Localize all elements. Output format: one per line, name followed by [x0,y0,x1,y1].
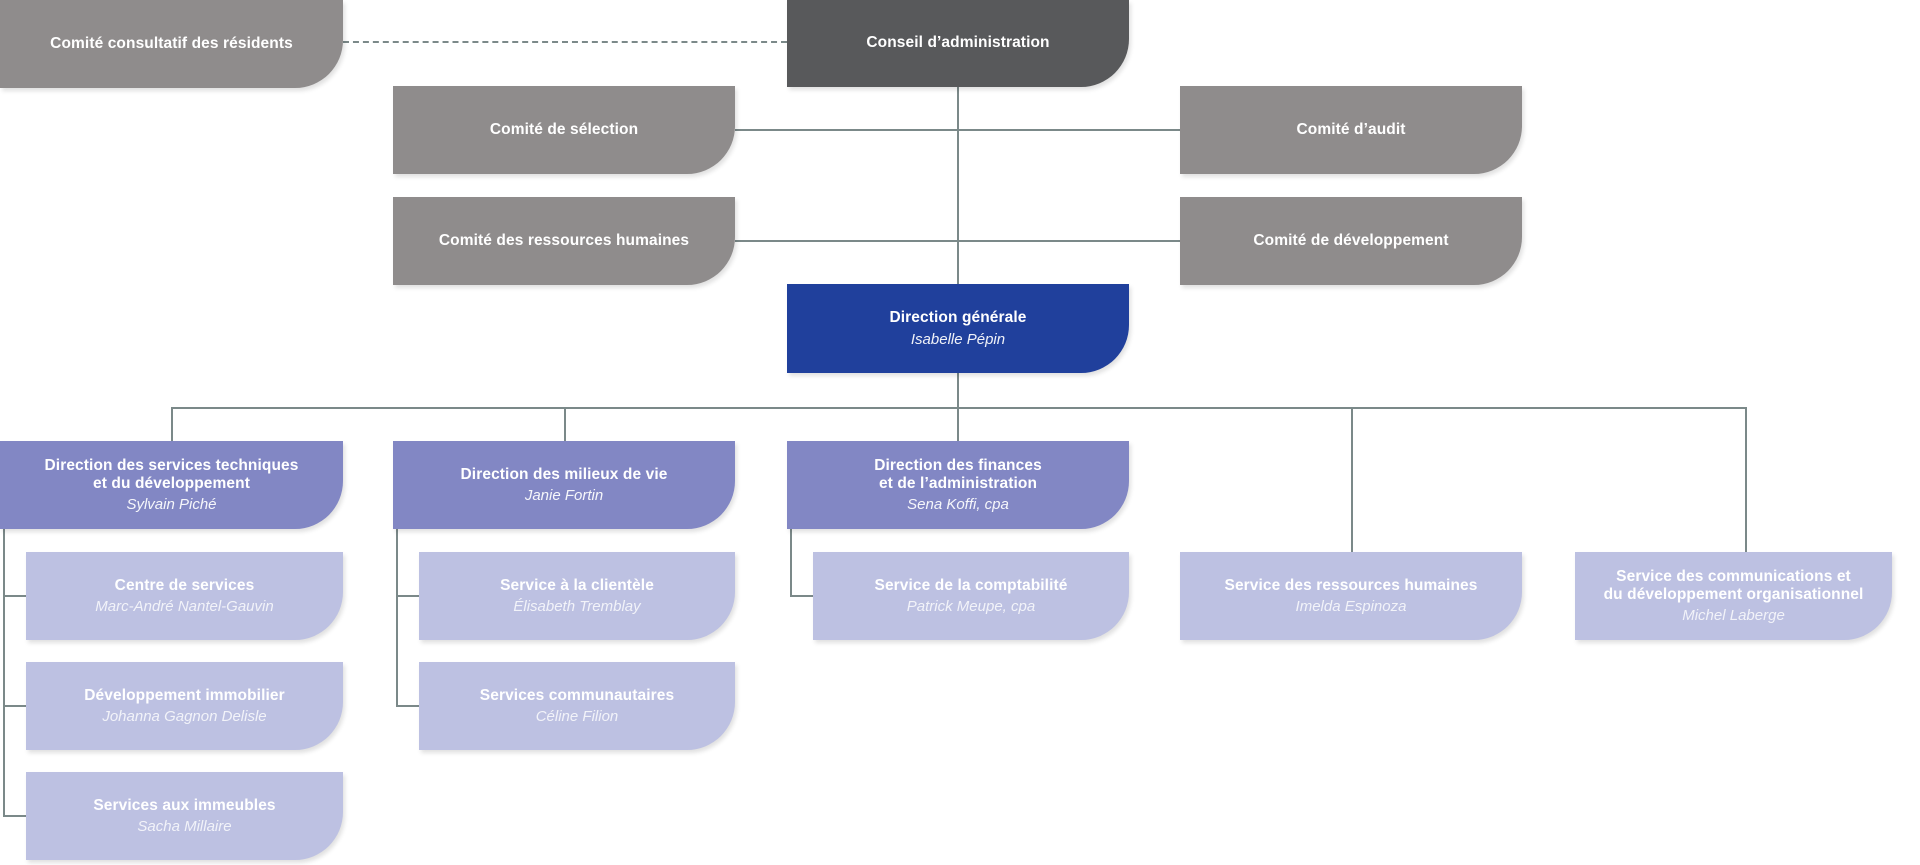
org-node-service-clientele: Service à la clientèle Élisabeth Trembla… [419,552,735,640]
node-title: Direction des milieux de vie [460,465,668,483]
connector-dirmilieux-trunk [396,529,398,707]
connector-dashed-consultatif-conseil [343,41,787,43]
connector-branch-service-comm [1745,407,1747,552]
connector-stub-communautaires [396,705,419,707]
org-node-direction-milieux-de-vie: Direction des milieux de vie Janie Forti… [393,441,735,529]
connector-branch-dirmilieux [564,407,566,441]
org-node-direction-finances-administration: Direction des finances et de l’administr… [787,441,1129,529]
org-node-comite-developpement: Comité de développement [1180,197,1522,285]
org-node-comite-audit: Comité d’audit [1180,86,1522,174]
node-title: Comité de développement [1253,231,1449,249]
node-title: Services aux immeubles [93,796,276,814]
connector-branch-service-rh [1351,407,1353,552]
node-person: Johanna Gagnon Delisle [102,708,267,726]
org-node-centre-de-services: Centre de services Marc-André Nantel-Gau… [26,552,343,640]
node-title: Service à la clientèle [500,576,654,594]
connector-stub-immobilier [3,705,26,707]
org-node-comite-ressources-humaines: Comité des ressources humaines [393,197,735,285]
org-node-comite-consultatif-residents: Comité consultatif des résidents [0,0,343,88]
connector-committees-row1 [735,129,1180,131]
node-person: Sacha Millaire [137,818,232,836]
connector-stub-centre [3,595,26,597]
org-node-services-aux-immeubles: Services aux immeubles Sacha Millaire [26,772,343,860]
node-title: Centre de services [114,576,255,594]
node-person: Sylvain Piché [126,496,217,514]
node-person: Marc-André Nantel-Gauvin [95,598,274,616]
connector-main-branch [171,407,1747,409]
node-title: Développement immobilier [84,686,285,704]
org-node-service-communications: Service des communications et du dévelop… [1575,552,1892,640]
connector-conseil-to-dg [957,87,959,284]
node-title: Direction des services techniques et du … [44,456,299,492]
connector-dirfin-trunk [790,529,792,597]
org-node-service-ressources-humaines: Service des ressources humaines Imelda E… [1180,552,1522,640]
connector-dirtech-trunk [3,529,5,817]
node-person: Patrick Meupe, cpa [906,598,1036,616]
connector-stub-comptabilite [790,595,813,597]
node-person: Imelda Espinoza [1295,598,1407,616]
node-title: Service des ressources humaines [1224,576,1478,594]
node-title: Service de la comptabilité [874,576,1068,594]
connector-stub-immeubles [3,815,26,817]
node-title: Comité de sélection [489,120,639,138]
node-title: Conseil d’administration [866,34,1050,52]
node-title: Comité d’audit [1296,120,1406,138]
node-person: Élisabeth Tremblay [513,598,641,616]
connector-branch-dirtech [171,407,173,441]
node-person: Céline Filion [535,708,619,726]
node-person: Isabelle Pépin [910,330,1006,348]
node-title: Comité consultatif des résidents [50,34,293,52]
node-title: Direction générale [889,309,1027,327]
node-person: Janie Fortin [524,487,604,505]
connector-stub-clientele [396,595,419,597]
node-title: Services communautaires [479,686,675,704]
org-node-direction-services-techniques: Direction des services techniques et du … [0,441,343,529]
node-title: Comité des ressources humaines [438,231,690,249]
org-node-services-communautaires: Services communautaires Céline Filion [419,662,735,750]
node-person: Sena Koffi, cpa [907,496,1009,514]
org-node-comite-selection: Comité de sélection [393,86,735,174]
node-title: Direction des finances et de l’administr… [874,456,1042,492]
org-node-service-comptabilite: Service de la comptabilité Patrick Meupe… [813,552,1129,640]
org-node-conseil-administration: Conseil d’administration [787,0,1129,87]
org-node-developpement-immobilier: Développement immobilier Johanna Gagnon … [26,662,343,750]
node-title: Service des communications et du dévelop… [1603,567,1864,603]
node-person: Michel Laberge [1682,607,1785,625]
org-node-direction-generale: Direction générale Isabelle Pépin [787,284,1129,373]
connector-committees-row2 [735,240,1180,242]
